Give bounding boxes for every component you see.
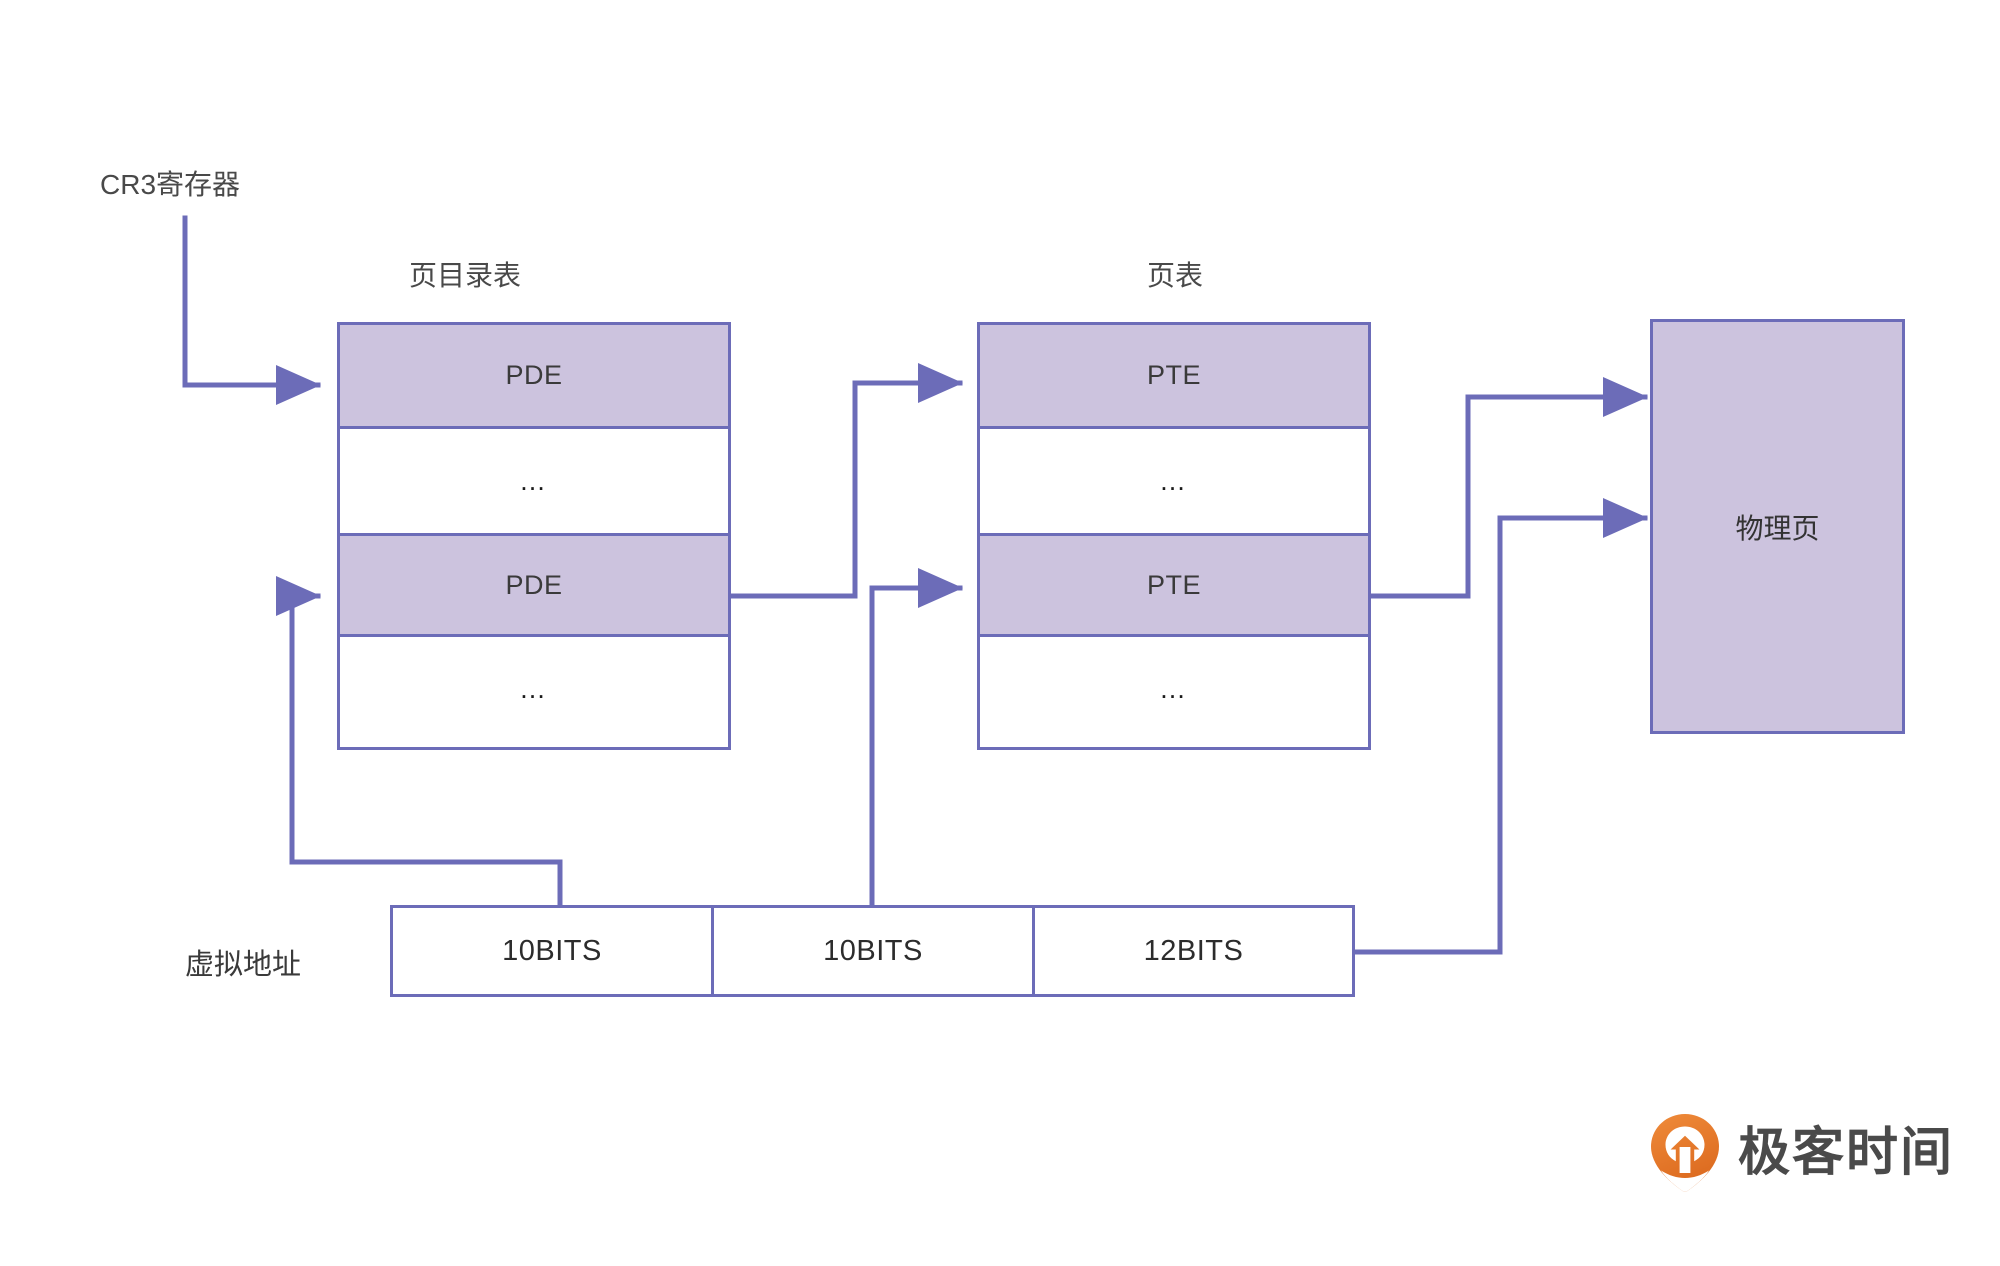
va-segment-label: 12BITS [1143, 934, 1244, 967]
pte-label: PTE [1146, 569, 1201, 600]
va-segment-table-index[interactable]: 10BITS [714, 908, 1035, 994]
brand-wordmark: 极客时间 [1738, 1124, 1955, 1182]
table-row-pde-2[interactable]: PDE [340, 533, 728, 637]
virtual-address-label: 虚拟地址 [185, 949, 302, 981]
page-directory-table: PDE … PDE … [337, 322, 731, 750]
wire-vaoffset-to-physpage [1354, 498, 1649, 955]
va-segment-directory-index[interactable]: 10BITS [393, 908, 714, 994]
pde-label: PDE [505, 360, 563, 390]
wire-pde2-to-pte1 [726, 363, 964, 599]
wire-vabits2-to-pte2 [869, 568, 964, 908]
table-row-pte-2[interactable]: PTE [980, 533, 1368, 637]
page-table: PTE … PTE … [977, 322, 1371, 750]
va-segment-label: 10BITS [823, 934, 923, 967]
ellipsis-label: … [519, 465, 549, 496]
pde-label: PDE [505, 569, 563, 600]
physical-page-box[interactable]: 物理页 [1650, 319, 1905, 734]
table-row-ellipsis-1: … [340, 429, 728, 533]
ellipsis-label: … [519, 673, 549, 704]
virtual-address-strip: 10BITS 10BITS 12BITS [390, 905, 1355, 997]
table-row-ellipsis-1: … [980, 429, 1368, 533]
ellipsis-label: … [1159, 465, 1189, 496]
physical-page-label: 物理页 [1735, 512, 1820, 544]
geektime-pin-icon [1651, 1114, 1719, 1192]
ellipsis-label: … [1159, 673, 1189, 704]
brand-logo: 极客时间 [1648, 1113, 1954, 1193]
cr3-register-label: CR3寄存器 [100, 169, 241, 200]
table-row-ellipsis-2: … [980, 637, 1368, 741]
pte-label: PTE [1146, 360, 1201, 390]
page-directory-table-label: 页目录表 [408, 260, 522, 291]
wire-pte1-to-physpage [1366, 377, 1649, 599]
va-segment-label: 10BITS [502, 934, 602, 967]
page-table-label: 页表 [1146, 260, 1204, 291]
table-row-pte-1[interactable]: PTE [980, 325, 1368, 429]
wire-cr3-to-pde1 [182, 215, 322, 405]
table-row-ellipsis-2: … [340, 637, 728, 741]
table-row-pde-1[interactable]: PDE [340, 325, 728, 429]
va-segment-page-offset[interactable]: 12BITS [1035, 908, 1352, 994]
